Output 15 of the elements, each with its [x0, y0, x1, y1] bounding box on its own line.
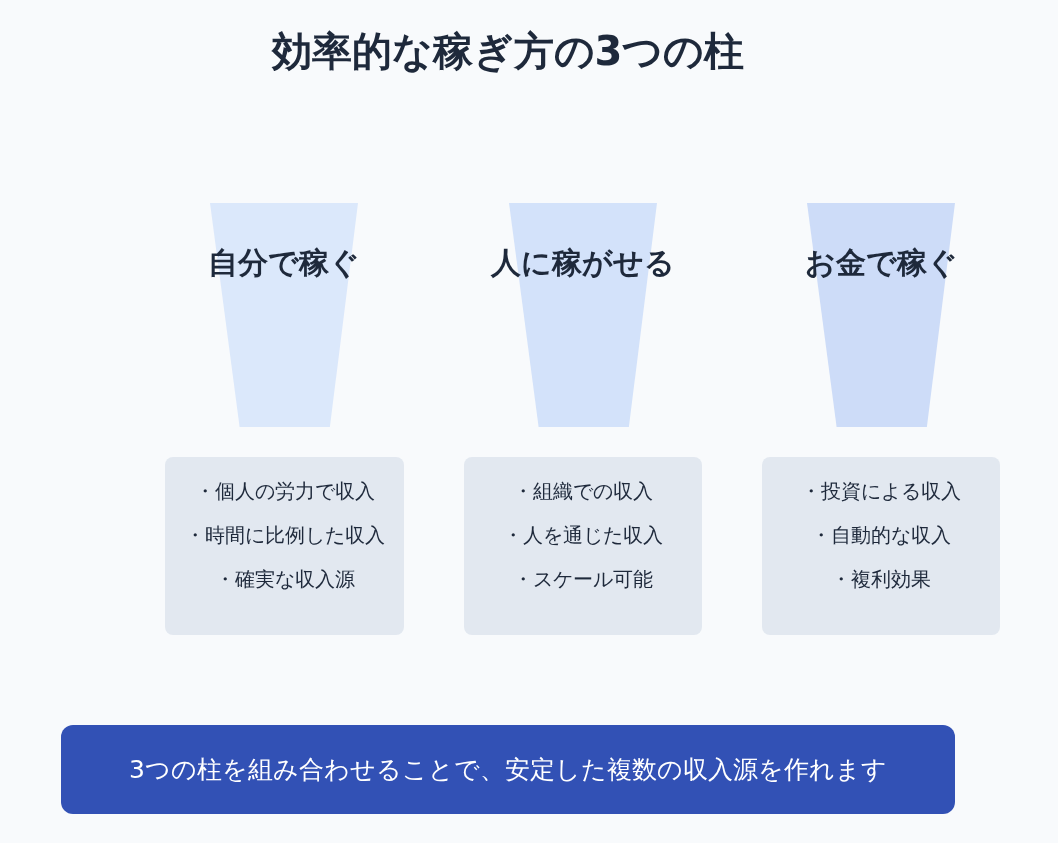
- bullet-item: ・複利効果: [831, 567, 931, 591]
- bullet-item: ・投資による収入: [801, 479, 961, 503]
- bullet-item: ・個人の労力で収入: [194, 479, 375, 503]
- bullet-item: ・組織での収入: [513, 479, 653, 503]
- bullet-item: ・時間に比例した収入: [184, 523, 385, 547]
- pillar-heading: 人に稼がせる: [489, 244, 676, 282]
- diagram-title: 効率的な稼ぎ方の3つの柱: [270, 27, 746, 76]
- pillar-heading: 自分で稼ぐ: [207, 244, 361, 282]
- banner-text: 3つの柱を組み合わせることで、安定した複数の収入源を作れます: [129, 754, 887, 786]
- bullet-item: ・自動的な収入: [811, 523, 951, 547]
- pillar-heading: お金で稼ぐ: [803, 244, 959, 282]
- bullet-item: ・スケール可能: [513, 567, 653, 591]
- bullet-item: ・人を通じた収入: [503, 523, 663, 547]
- bullet-item: ・確実な収入源: [214, 567, 355, 591]
- summary-banner: [61, 725, 955, 814]
